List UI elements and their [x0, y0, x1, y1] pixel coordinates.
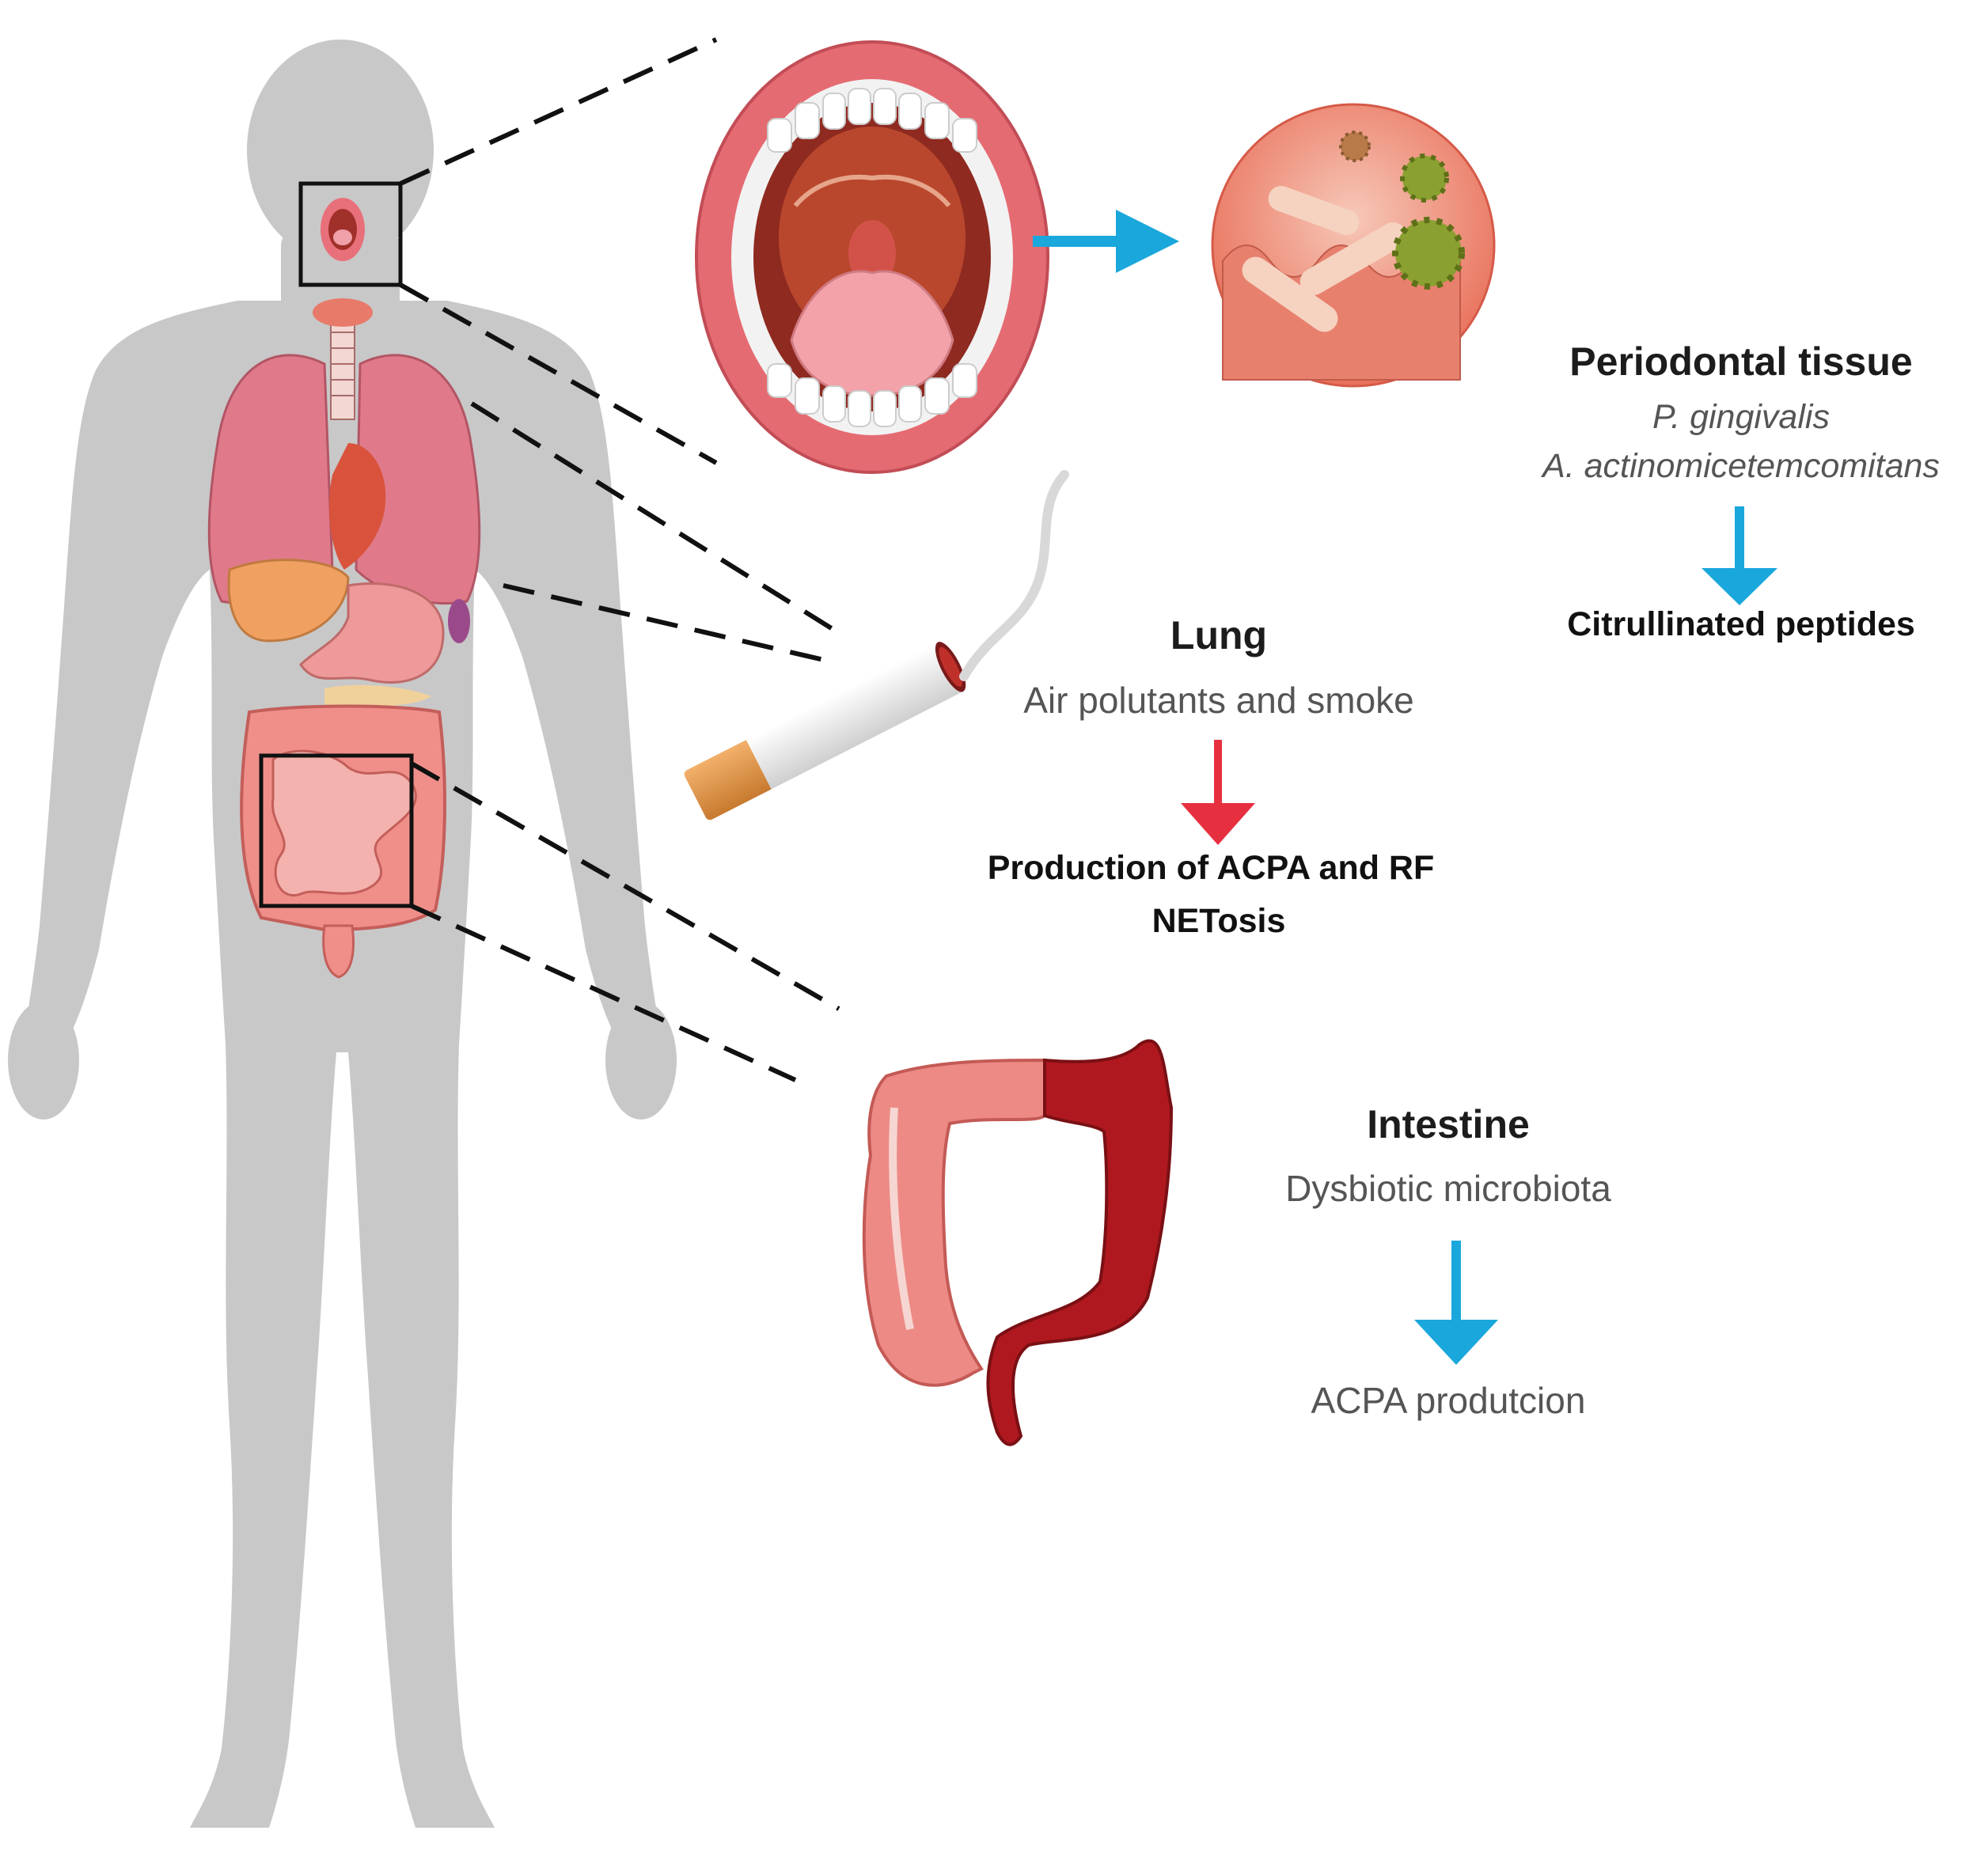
colon-icon	[862, 1039, 1174, 1446]
cigarette-icon	[684, 470, 1069, 820]
human-body-silhouette-icon	[8, 40, 677, 1828]
intestine-flow-arrow	[1414, 1241, 1498, 1365]
intestine-zoom-box	[259, 753, 414, 908]
lung-cause: Air polutants and smoke	[1023, 680, 1414, 721]
internal-organs-icon	[207, 298, 481, 979]
oral-bacteria-icon	[1211, 103, 1496, 388]
intestine-cause: Dysbiotic microbiota	[1285, 1168, 1611, 1209]
mouth-icon	[695, 40, 1049, 474]
intestine-title: Intestine	[1367, 1102, 1530, 1146]
head-zoom-box	[298, 181, 403, 287]
lung-flow-arrow	[1181, 740, 1255, 845]
callout-lines	[399, 37, 840, 1082]
periodontal-bacteria-2: A. actinomicetemcomitans	[1542, 447, 1940, 485]
lung-result-1: Production of ACPA and RF	[987, 849, 1435, 887]
periodontal-title: Periodontal tissue	[1569, 339, 1913, 384]
periodontal-bacteria-1: P. gingivalis	[1652, 398, 1830, 436]
lung-result-2: NETosis	[1151, 902, 1286, 940]
mouth-to-bacteria-arrow	[1033, 210, 1179, 273]
periodontal-flow-arrow	[1702, 506, 1777, 605]
periodontal-result: Citrullinated peptides	[1567, 605, 1915, 643]
mouth-thumbnail-icon	[321, 198, 365, 261]
intestine-result: ACPA produtcion	[1311, 1380, 1586, 1421]
lung-title: Lung	[1170, 613, 1268, 657]
